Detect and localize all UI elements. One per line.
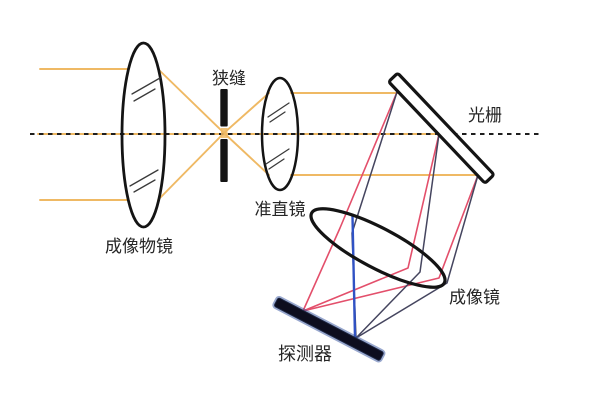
collimator-lens-group xyxy=(260,76,300,192)
red-ray-1 xyxy=(302,91,398,312)
objective-lens xyxy=(120,41,167,229)
slit-aperture-glow xyxy=(221,128,228,138)
navy-ray-3 xyxy=(355,174,479,339)
converging-ray-bottom xyxy=(157,132,225,201)
converging-ray-top xyxy=(157,68,225,134)
objective-lens-hatch-upper xyxy=(131,77,161,102)
collimator-hatch-lower xyxy=(265,148,290,170)
navy-ray-2 xyxy=(355,133,440,339)
collimator-label: 准直镜 xyxy=(255,200,306,219)
slit-group xyxy=(220,89,228,182)
red-ray-2 xyxy=(302,133,440,312)
slit-upper-blade xyxy=(220,89,228,127)
slit-label: 狭缝 xyxy=(212,69,246,88)
navy-ray-1 xyxy=(351,91,398,339)
objective-label: 成像物镜 xyxy=(105,237,173,256)
red-ray-3 xyxy=(302,174,479,312)
detector-group xyxy=(272,295,386,363)
diverging-ray-up xyxy=(223,92,270,134)
imaging-lens-label: 成像镜 xyxy=(449,288,500,307)
diverging-ray-down xyxy=(223,132,270,176)
diffracted-red-rays xyxy=(302,91,479,312)
grating-label: 光栅 xyxy=(468,106,502,125)
collimator-lens xyxy=(260,76,300,192)
collimator-hatch-upper xyxy=(267,102,290,123)
grating-bar xyxy=(388,72,495,184)
objective-lens-hatch-lower xyxy=(129,169,159,193)
detector-bar xyxy=(274,297,384,361)
slit-lower-blade xyxy=(220,139,228,182)
detector-label: 探测器 xyxy=(278,344,332,364)
center-wavelength-ray xyxy=(351,215,357,339)
labels: 狭缝 准直镜 成像物镜 光栅 成像镜 探测器 xyxy=(105,69,502,364)
objective-lens-group xyxy=(120,41,167,229)
imaging-lens xyxy=(309,207,447,289)
